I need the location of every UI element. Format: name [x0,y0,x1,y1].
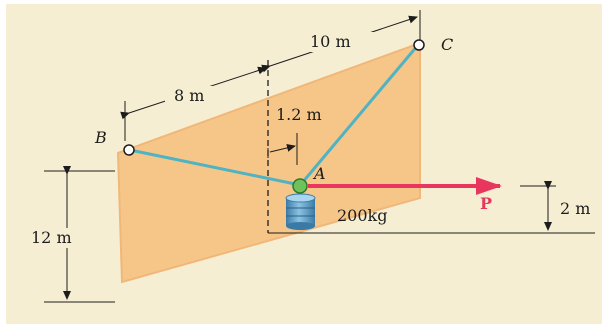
cable-AB [129,148,301,187]
label-B: B [94,128,107,147]
dim-label-10m: 10 m [310,32,351,51]
label-C: C [441,35,453,54]
cable-AC [300,44,420,184]
label-mass: 200kg [337,206,387,225]
mass-cylinder [285,189,316,230]
dim-8m-label-bg [165,86,225,106]
label-A: A [312,164,326,183]
wall-plane [116,41,421,284]
label-P: P [480,194,492,213]
dim-label-2m: 2 m [560,199,590,218]
anchor-C [413,39,425,51]
anchor-B [123,144,135,156]
ring-A [292,178,308,194]
dim-12m-label-bg [26,228,108,248]
dim-label-12m: 12 m [31,228,72,247]
dim-label-1-2m: 1.2 m [276,105,322,124]
dim-10m-label-bg [302,32,374,52]
dim-label-8m: 8 m [174,86,204,105]
offset-arrow [269,143,296,153]
